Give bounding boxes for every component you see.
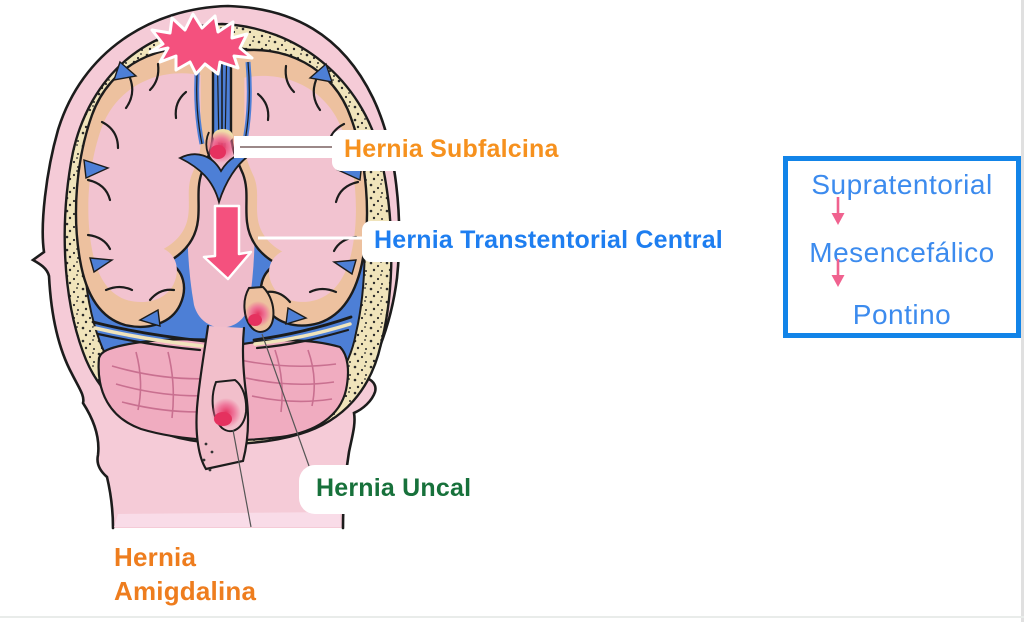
callout-line-uncal [261, 333, 310, 467]
lesion-starburst-icon [148, 12, 254, 76]
label-hernia-amigdalina: Hernia Amigdalina [114, 540, 256, 608]
down-arrow-icon [831, 197, 845, 225]
flow-item-mesencefalico: Mesencefálico [809, 237, 995, 268]
neck-cut-shading [114, 512, 341, 527]
downward-displacement-arrow-icon [202, 204, 253, 281]
down-arrow-icon [831, 259, 845, 287]
herniation-sequence-box: Supratentorial Mesencefálico Pontino [783, 156, 1021, 338]
slide-right-edge [1021, 0, 1024, 622]
tonsillar-herniation-spot [211, 378, 248, 433]
callout-lines [232, 136, 372, 528]
uncal-herniation-spot [243, 285, 275, 333]
head-illustration [30, 4, 401, 530]
sulcal-csf-wedges [83, 60, 363, 327]
label-hernia-amigdalina-line2: Amigdalina [114, 576, 257, 606]
sulci [86, 62, 360, 304]
flow-item-supratentorial: Supratentorial [811, 169, 993, 200]
label-hernia-amigdalina-line1: Hernia [114, 542, 197, 572]
label-hernia-transtentorial-central: Hernia Transtentorial Central [362, 221, 735, 262]
slide-bottom-edge [0, 616, 1024, 618]
callout-line-amigdalina [232, 429, 252, 528]
label-hernia-uncal: Hernia Uncal [299, 465, 489, 514]
flow-item-pontino: Pontino [852, 299, 952, 330]
dotted-marks [202, 442, 214, 472]
label-hernia-subfalcina: Hernia Subfalcina [332, 130, 571, 171]
brainstem [195, 324, 250, 472]
